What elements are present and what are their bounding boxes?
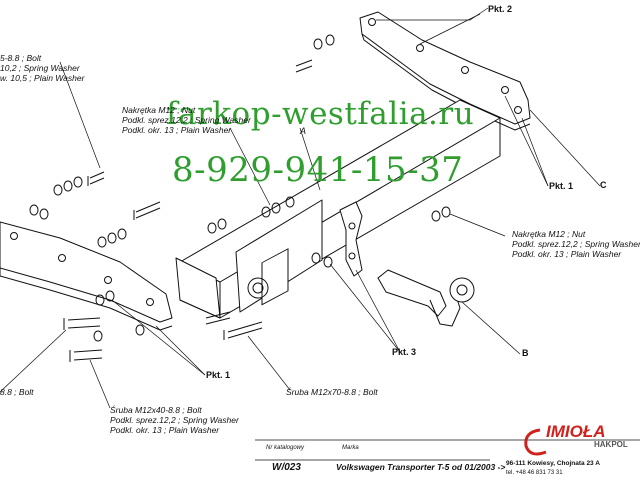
callout-nut-right-1: Nakrętka M12 ; Nut [512,229,586,239]
callout-bolt-bottom-left-1: Śruba M12x40-8.8 ; Bolt [110,405,202,415]
callout-top-left-bolt-3: w. 10,5 ; Plain Washer [0,73,85,83]
left-mounting-bracket [0,221,173,331]
label-letter-b: B [522,348,529,358]
watermark-phone: 8-929-941-15-37 [172,150,464,190]
callout-nut-left-1: Nakrętka M12 ; Nut [122,105,196,115]
watermark-url: farkop-westfalia.ru [166,96,475,132]
company-logo-name: IMIOŁA [546,422,606,441]
callout-top-left-bolt-2: 10,2 ; Spring Washer [0,63,80,73]
leader-lines [0,7,601,409]
label-letter-a: A [300,126,307,136]
callout-nut-right-3: Podkl. okr. 13 ; Plain Washer [512,249,622,259]
washer-set [29,34,451,342]
callout-nut-left-2: Podkl. sprez.12,2 ; Spring Washer [122,115,251,125]
callout-bolt-bottom-left-2: Podkl. sprez.12,2 ; Spring Washer [110,415,239,425]
company-phone: tel. +48 46 831 73 31 [506,470,563,476]
label-pkt-1-left: Pkt. 1 [206,370,231,380]
label-letter-c: C [600,180,607,190]
callout-top-left-bolt-1: 5-8.8 ; Bolt [0,53,42,63]
callout-nut-right-2: Podkl. sprez.12,2 ; Spring Washer [512,239,640,249]
center-frame-plate [235,199,323,313]
label-pkt-2: Pkt. 2 [488,4,513,14]
right-mounting-bracket [359,11,531,131]
label-pkt-1-right: Pkt. 1 [549,181,574,191]
make-value: Volkswagen Transporter T-5 od 01/2003 -> [336,462,506,472]
catalog-number-label: Nr katalogowy [266,445,305,451]
tow-ball-assembly [377,269,475,327]
make-label: Marka [342,445,359,451]
bolt-set [63,59,313,362]
callout-bolt-middle: Śruba M12x70-8.8 ; Bolt [286,387,378,397]
hitch-bracket [339,201,363,277]
title-block-frame [255,439,640,461]
callout-bolt-bottom-left-3: Podkl. okr. 13 ; Plain Washer [110,425,220,435]
company-address: 96-111 Kowiesy, Chojnata 23 A [506,460,600,467]
hook-logo-icon [524,428,547,456]
callout-nut-left-3: Podkl. okr. 13 ; Plain Washer [122,125,232,135]
catalog-number-value: W/023 [272,462,301,473]
label-pkt-3: Pkt. 3 [392,347,417,357]
company-logo-sub: HAKPOL [594,440,628,449]
callout-bolt-left-edge: 8.8 ; Bolt [0,387,34,397]
